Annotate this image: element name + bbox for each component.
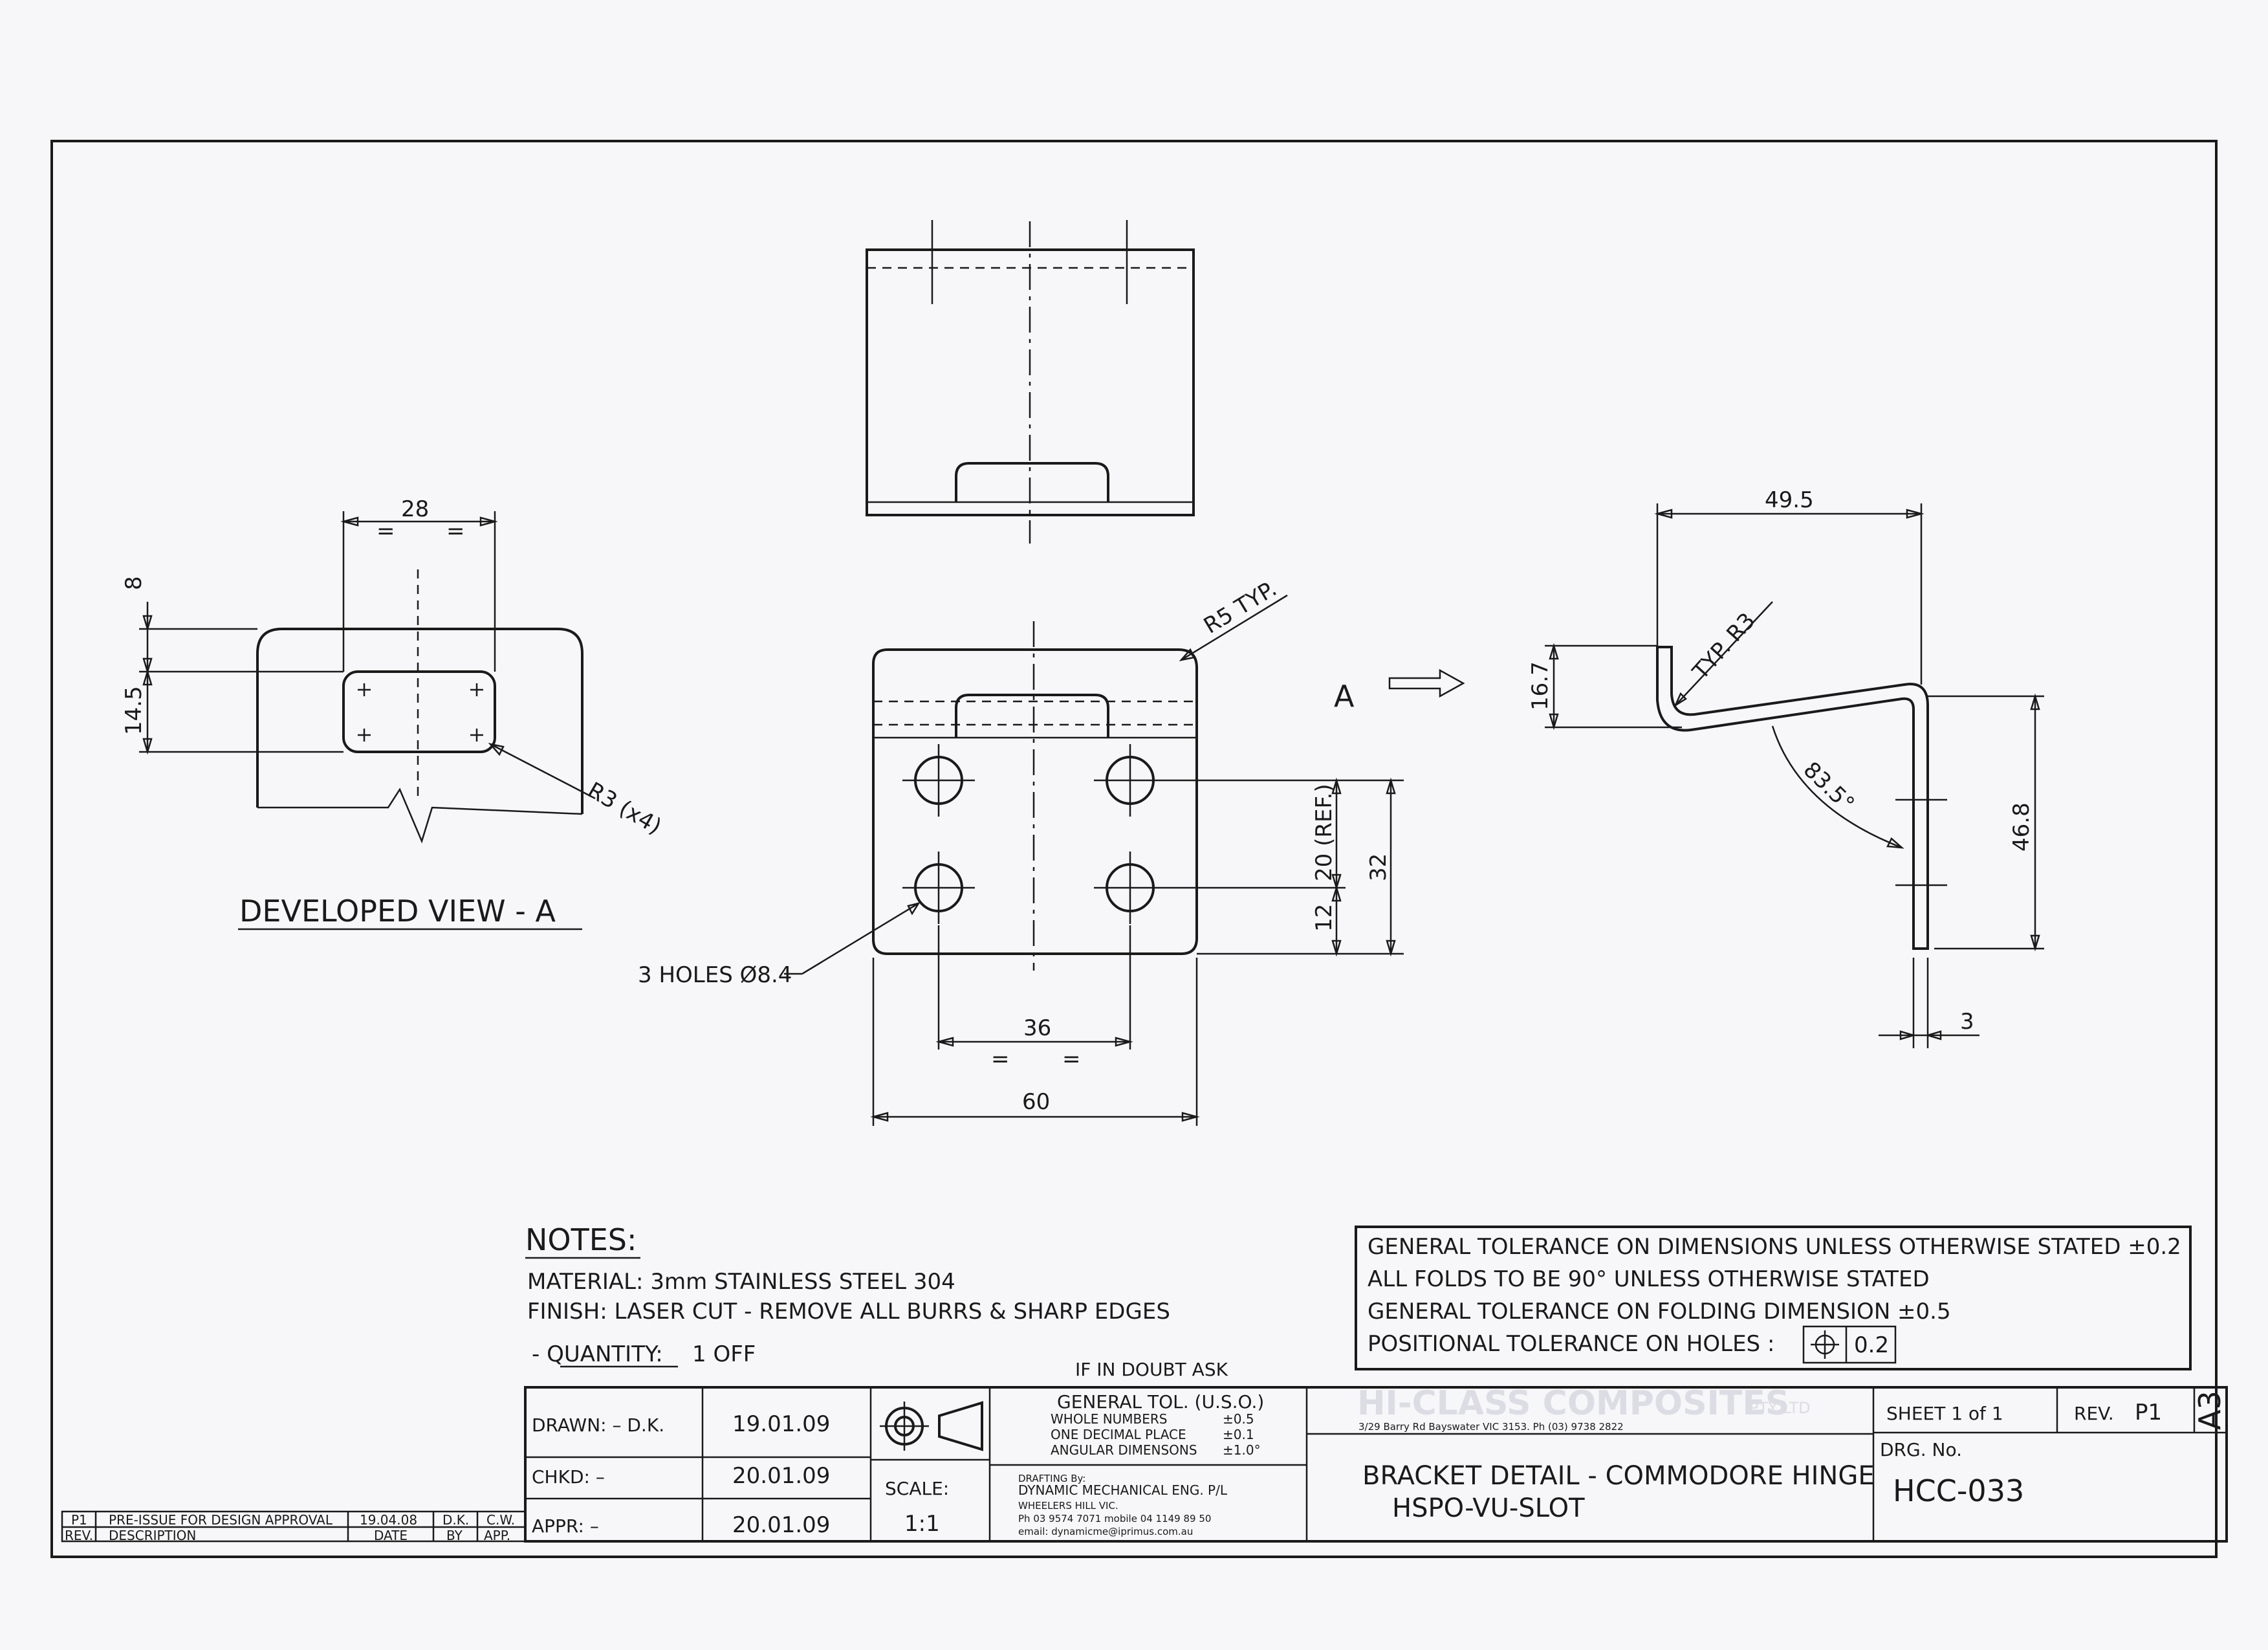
drawing-title-line-2: HSPO-VU-SLOT [1392,1493,1585,1523]
checked-date: 20.01.09 [732,1463,830,1489]
gen-tol-label-2: ANGULAR DIMENSONS [1051,1442,1197,1458]
revision-table: P1 PRE-ISSUE FOR DESIGN APPROVAL 19.04.0… [61,1510,527,1543]
drawing-border [50,140,2218,1558]
tolerance-line-4: POSITIONAL TOLERANCE ON HOLES : [1368,1331,1774,1357]
dim-28: 28 [401,496,429,522]
sheet-number: SHEET 1 of 1 [1886,1403,2003,1424]
gen-tol-label-1: ONE DECIMAL PLACE [1051,1427,1186,1442]
position-tolerance-value: 0.2 [1854,1332,1889,1358]
equal-mark-right: = [446,518,465,544]
radius-r3-x4: R3 (x4) [583,777,666,840]
rev-row-rev: P1 [71,1512,87,1528]
view-label-a: A [1334,679,1355,714]
dim-3: 3 [1960,1009,1974,1035]
dim-16-7: 16.7 [1527,661,1553,710]
sheet-size: A3 [2192,1391,2227,1430]
dim-20-ref: 20 (REF.) [1311,784,1337,881]
tolerance-line-2: ALL FOLDS TO BE 90° UNLESS OTHERWISE STA… [1368,1266,1930,1292]
third-angle-projection-icon [880,1401,983,1451]
notes: NOTES: MATERIAL: 3mm STAINLESS STEEL 304… [525,1222,1170,1368]
top-view [866,220,1195,544]
note-finish: FINISH: LASER CUT - REMOVE ALL BURRS & S… [527,1299,1170,1325]
title-block: IF IN DOUBT ASK DRAWN: – D.K. 19.01.09 C… [524,1359,2228,1543]
scale-label: SCALE: [885,1478,949,1499]
rev-header-description: DESCRIPTION [109,1528,196,1543]
dim-60: 60 [1022,1089,1050,1115]
checked-label: CHKD: – [532,1466,605,1488]
rev-header-app: APP. [484,1528,510,1543]
drawing-number: HCC-033 [1893,1473,2024,1508]
note-material: MATERIAL: 3mm STAINLESS STEEL 304 [527,1269,955,1295]
view-arrow-a [1388,668,1465,698]
rev-header-date: DATE [374,1528,408,1543]
equal-mark-left: = [991,1046,1010,1072]
note-quantity-value: 1 OFF [692,1341,756,1367]
rev-row-by: D.K. [442,1512,469,1528]
gen-tol-label-0: WHOLE NUMBERS [1051,1411,1168,1427]
approved-label: APPR: – [532,1515,599,1537]
dim-36: 36 [1023,1015,1051,1041]
revision-label: REV. [2074,1403,2114,1424]
rev-row-date: 19.04.08 [360,1512,417,1528]
tolerance-line-3: GENERAL TOLERANCE ON FOLDING DIMENSION ±… [1368,1299,1951,1325]
developed-view-title: DEVELOPED VIEW - A [239,894,556,929]
drafting-line-0: WHEELERS HILL VIC. [1018,1500,1118,1512]
gen-tol-value-0: ±0.5 [1223,1411,1254,1427]
rev-header-by: BY [446,1528,463,1543]
gen-tol-value-1: ±0.1 [1223,1427,1254,1442]
general-tol-title: GENERAL TOL. (U.S.O.) [1057,1391,1264,1413]
dim-46-8: 46.8 [2009,802,2034,852]
rev-header-rev: REV. [65,1528,93,1543]
developed-view: 28 = = 8 14.5 R3 (x4) DEVELOPED VIEW - A [121,496,666,930]
drawn-label: DRAWN: – D.K. [532,1414,664,1436]
gen-tol-value-2: ±1.0° [1223,1442,1261,1458]
rev-row-description: PRE-ISSUE FOR DESIGN APPROVAL [109,1512,333,1528]
if-in-doubt-ask: IF IN DOUBT ASK [1075,1359,1228,1380]
approved-date: 20.01.09 [732,1512,830,1538]
dim-12: 12 [1311,904,1337,932]
notes-heading: NOTES: [525,1222,637,1257]
revision-value: P1 [2135,1400,2162,1425]
scale-value: 1:1 [904,1511,940,1537]
client-address: 3/29 Barry Rd Bayswater VIC 3153. Ph (03… [1358,1421,1624,1433]
tolerance-line-1: GENERAL TOLERANCE ON DIMENSIONS UNLESS O… [1368,1234,2181,1260]
client-suffix: PTY LTD [1749,1399,1811,1417]
equal-mark-right: = [1062,1046,1081,1072]
drawing-title-line-1: BRACKET DETAIL - COMMODORE HINGE [1362,1461,1875,1491]
dim-32: 32 [1366,853,1391,881]
drawing-number-label: DRG. No. [1880,1439,1962,1460]
drawn-date: 19.01.09 [732,1411,830,1437]
drafting-company: DYNAMIC MECHANICAL ENG. P/L [1018,1482,1228,1498]
holes-callout: 3 HOLES Ø8.4 [638,962,792,988]
side-view: A 49.5 TYP. R3 16.7 83.5° 46.8 [1334,487,2044,1048]
dim-49-5: 49.5 [1765,487,1814,513]
note-quantity-label: - QUANTITY: [532,1341,663,1367]
rev-row-app: C.W. [486,1512,515,1528]
front-view: R5 TYP. 3 HOLES Ø8.4 36 = = 60 20 (REF.)… [638,576,1404,1126]
drafting-line-1: Ph 03 9574 7071 mobile 04 1149 89 50 [1018,1513,1211,1524]
equal-mark-left: = [376,518,395,544]
tolerance-box: GENERAL TOLERANCE ON DIMENSIONS UNLESS O… [1355,1226,2192,1370]
radius-typ-r3: TYP. R3 [1687,608,1760,685]
dim-8: 8 [121,576,147,590]
dim-14-5: 14.5 [121,686,147,735]
drafting-by-label: DRAFTING By: [1018,1473,1085,1484]
client-name: HI-CLASS COMPOSITES [1357,1384,1789,1423]
drafting-line-2: email: dynamicme@iprimus.com.au [1018,1526,1193,1537]
